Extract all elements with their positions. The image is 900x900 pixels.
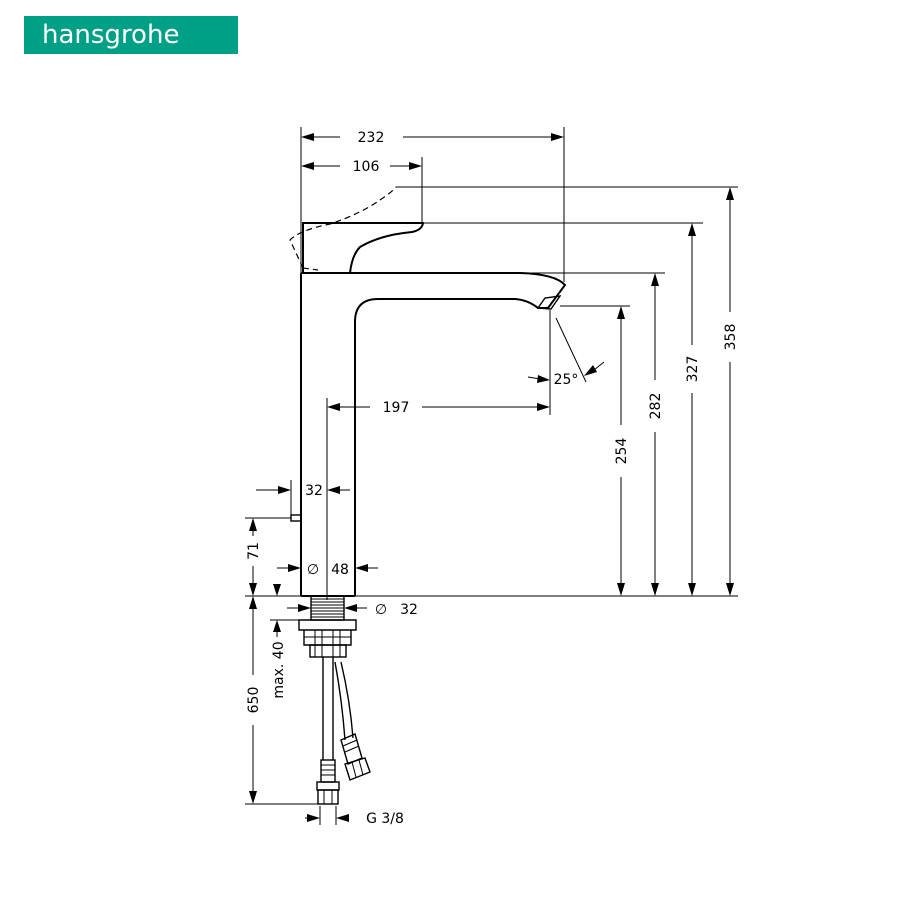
dim-106: 106: [301, 157, 423, 223]
dim-358: 358: [723, 187, 739, 596]
dim-diameter-32: ∅ 32: [287, 602, 418, 618]
dim-48-diameter-symbol: ∅: [307, 562, 319, 578]
dim-232: 232: [300, 127, 565, 282]
supply-hoses: [316, 657, 371, 805]
dim-650-label: 650: [246, 687, 262, 714]
dim-254-label: 254: [614, 438, 630, 465]
dim-32-shank-label: 32: [400, 602, 418, 618]
handle-open-dashed: [289, 186, 397, 271]
dim-diameter-48: ∅ 48: [277, 562, 378, 578]
dim-71: 71: [245, 517, 291, 596]
dim-32-rod-label: 32: [305, 483, 323, 499]
dim-25-label: 25°: [554, 372, 579, 388]
dim-32-rod: 32: [256, 480, 350, 515]
dim-358-label: 358: [723, 324, 739, 351]
dim-197-label: 197: [383, 400, 410, 416]
dim-232-label: 232: [358, 130, 385, 146]
dim-thread-label: G 3/8: [366, 811, 404, 827]
dim-71-label: 71: [246, 542, 262, 560]
dim-106-label: 106: [353, 159, 380, 175]
dim-max-40: max. 40: [270, 584, 299, 699]
hansgrohe-logo: hansgrohe: [24, 16, 238, 54]
dim-197: 197: [327, 310, 551, 416]
threaded-shank: [298, 595, 357, 658]
dim-282: 282: [648, 273, 664, 596]
dim-254: 254: [614, 306, 630, 596]
dim-282-label: 282: [648, 393, 664, 420]
dim-32-diameter-symbol: ∅: [375, 602, 387, 618]
dim-48-label: 48: [331, 562, 349, 578]
dim-max-40-label: max. 40: [271, 641, 287, 698]
dim-327: 327: [685, 223, 701, 596]
dim-650: 650: [245, 596, 318, 805]
handle-closed: [302, 222, 425, 274]
pop-up-rod-knob: [290, 514, 302, 522]
faucet-body: [300, 272, 567, 597]
dim-25-degree: 25°: [527, 317, 605, 388]
dim-thread-g38: G 3/8: [305, 806, 404, 827]
dim-327-label: 327: [685, 356, 701, 383]
